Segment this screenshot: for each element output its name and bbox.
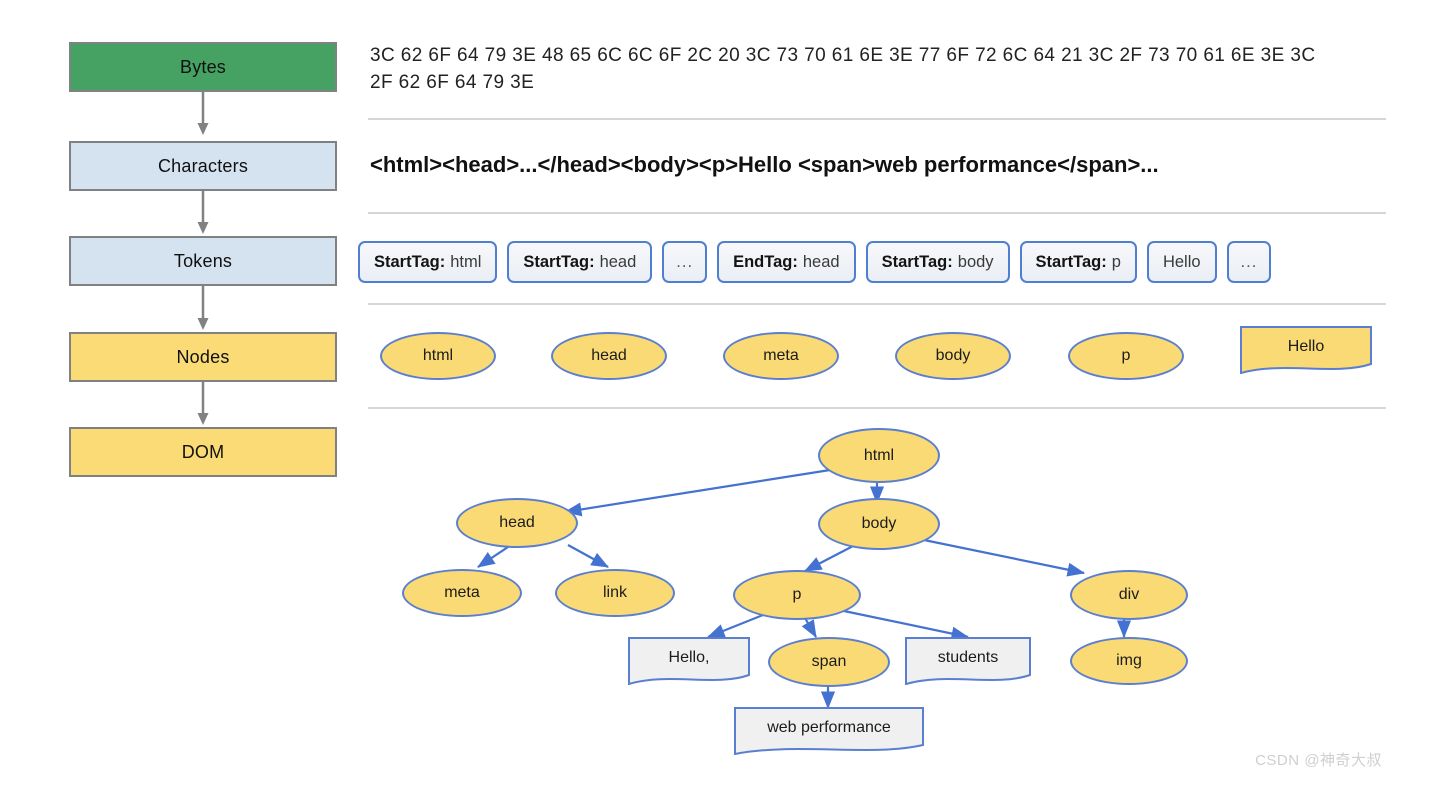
token-chip[interactable]: StartTag:html xyxy=(358,241,498,283)
token-kind: StartTag: xyxy=(1035,252,1107,271)
token-chip[interactable]: StartTag:head xyxy=(507,241,653,283)
node-chip[interactable]: Hello xyxy=(1240,326,1372,374)
token-chip[interactable]: StartTag:body xyxy=(865,241,1010,283)
edge-body-div xyxy=(923,538,1086,577)
divider-bytes xyxy=(368,118,1386,120)
pipeline-column: Bytes Characters Tokens Nodes DOM xyxy=(69,42,339,482)
divider-tokens xyxy=(368,303,1386,305)
token-chip[interactable]: EndTag:head xyxy=(717,241,856,283)
arrow-tokens-to-nodes xyxy=(196,286,210,332)
dom-tree-node-label: body xyxy=(861,515,897,532)
token-chip[interactable]: ... xyxy=(662,241,708,283)
token-value: html xyxy=(450,252,482,271)
bytes-hex-text: 3C 62 6F 64 79 3E 48 65 6C 6C 6F 2C 20 3… xyxy=(370,45,1316,93)
dom-tree-node-label: students xyxy=(937,649,999,666)
token-value: head xyxy=(802,252,840,271)
arrow-characters-to-tokens xyxy=(196,191,210,236)
node-label: html xyxy=(422,347,454,364)
node-label: body xyxy=(935,347,971,364)
dom-tree-node-hello[interactable]: Hello, xyxy=(628,637,750,685)
token-value: ... xyxy=(1240,252,1258,271)
edge-p-students xyxy=(843,609,970,641)
token-kind: StartTag: xyxy=(881,252,953,271)
token-value: p xyxy=(1111,252,1121,271)
node-chip[interactable]: p xyxy=(1068,332,1184,380)
dom-tree-node-label: p xyxy=(792,586,802,603)
arrow-nodes-to-dom xyxy=(196,382,210,427)
dom-tree-node-label: div xyxy=(1118,586,1140,603)
token-value: body xyxy=(957,252,994,271)
dom-tree-node-img[interactable]: img xyxy=(1070,637,1188,685)
dom-tree-node-stud[interactable]: students xyxy=(905,637,1031,685)
dom-tree-node-p[interactable]: p xyxy=(733,570,861,620)
pipeline-stage-label: Nodes xyxy=(176,346,230,367)
dom-tree-node-html[interactable]: html xyxy=(818,428,940,483)
pipeline-stage-label: Bytes xyxy=(179,56,227,77)
dom-tree-node-webp[interactable]: web performance xyxy=(734,707,924,755)
dom-tree-node-label: span xyxy=(811,653,847,670)
token-value: Hello xyxy=(1162,252,1201,271)
edge-body-p xyxy=(804,544,856,572)
edge-head-meta xyxy=(477,544,512,568)
token-chip[interactable]: StartTag:p xyxy=(1019,241,1137,283)
node-label: p xyxy=(1121,347,1131,364)
pipeline-stage-bytes[interactable]: Bytes xyxy=(69,42,337,92)
node-chip[interactable]: meta xyxy=(723,332,839,380)
token-kind: StartTag: xyxy=(374,252,446,271)
token-kind: EndTag: xyxy=(733,252,798,271)
node-chip[interactable]: body xyxy=(895,332,1011,380)
dom-tree-node-label: link xyxy=(602,584,627,601)
divider-characters xyxy=(368,212,1386,214)
pipeline-stage-label: Tokens xyxy=(173,250,233,271)
pipeline-stage-nodes[interactable]: Nodes xyxy=(69,332,337,382)
pipeline-stage-label: Characters xyxy=(157,155,249,176)
token-chip[interactable]: Hello xyxy=(1146,241,1217,283)
dom-tree-node-label: head xyxy=(499,514,535,531)
pipeline-stage-tokens[interactable]: Tokens xyxy=(69,236,337,286)
dom-tree-node-label: img xyxy=(1116,652,1142,669)
divider-nodes xyxy=(368,407,1386,409)
dom-tree-node-link[interactable]: link xyxy=(555,569,675,617)
watermark: CSDN @神奇大叔 xyxy=(1255,752,1382,769)
node-chip[interactable]: html xyxy=(380,332,496,380)
token-kind: StartTag: xyxy=(523,252,595,271)
dom-tree-node-meta[interactable]: meta xyxy=(402,569,522,617)
dom-tree-node-label: Hello, xyxy=(668,649,710,666)
edge-p-span xyxy=(801,617,817,638)
dom-tree-node-label: meta xyxy=(444,584,480,601)
edge-p-hello xyxy=(706,611,769,639)
node-label: head xyxy=(591,347,627,364)
dom-tree-node-head[interactable]: head xyxy=(456,498,578,548)
dom-tree-node-body[interactable]: body xyxy=(818,498,940,550)
pipeline-stage-characters[interactable]: Characters xyxy=(69,141,337,191)
node-chip[interactable]: head xyxy=(551,332,667,380)
node-label: Hello xyxy=(1287,338,1325,355)
nodes-row: html head meta body p Hello xyxy=(368,320,1388,400)
dom-tree-edges xyxy=(477,462,1132,710)
dom-tree-node-span[interactable]: span xyxy=(768,637,890,687)
arrow-bytes-to-characters xyxy=(196,92,210,137)
edge-html-head xyxy=(563,462,869,517)
token-value: ... xyxy=(676,252,694,271)
pipeline-stage-dom[interactable]: DOM xyxy=(69,427,337,477)
pipeline-stage-label: DOM xyxy=(181,441,225,462)
characters-markup-text: <html><head>...</head><body><p>Hello <sp… xyxy=(370,152,1159,177)
token-chip[interactable]: ... xyxy=(1226,241,1272,283)
detail-column: 3C 62 6F 64 79 3E 48 65 6C 6C 6F 2C 20 3… xyxy=(358,0,1388,788)
dom-tree-node-label: html xyxy=(863,446,895,464)
edge-head-link xyxy=(567,544,609,568)
token-value: head xyxy=(599,252,637,271)
dom-tree-node-label: web performance xyxy=(767,719,891,736)
dom-tree-node-div[interactable]: div xyxy=(1070,570,1188,620)
node-label: meta xyxy=(763,347,799,364)
